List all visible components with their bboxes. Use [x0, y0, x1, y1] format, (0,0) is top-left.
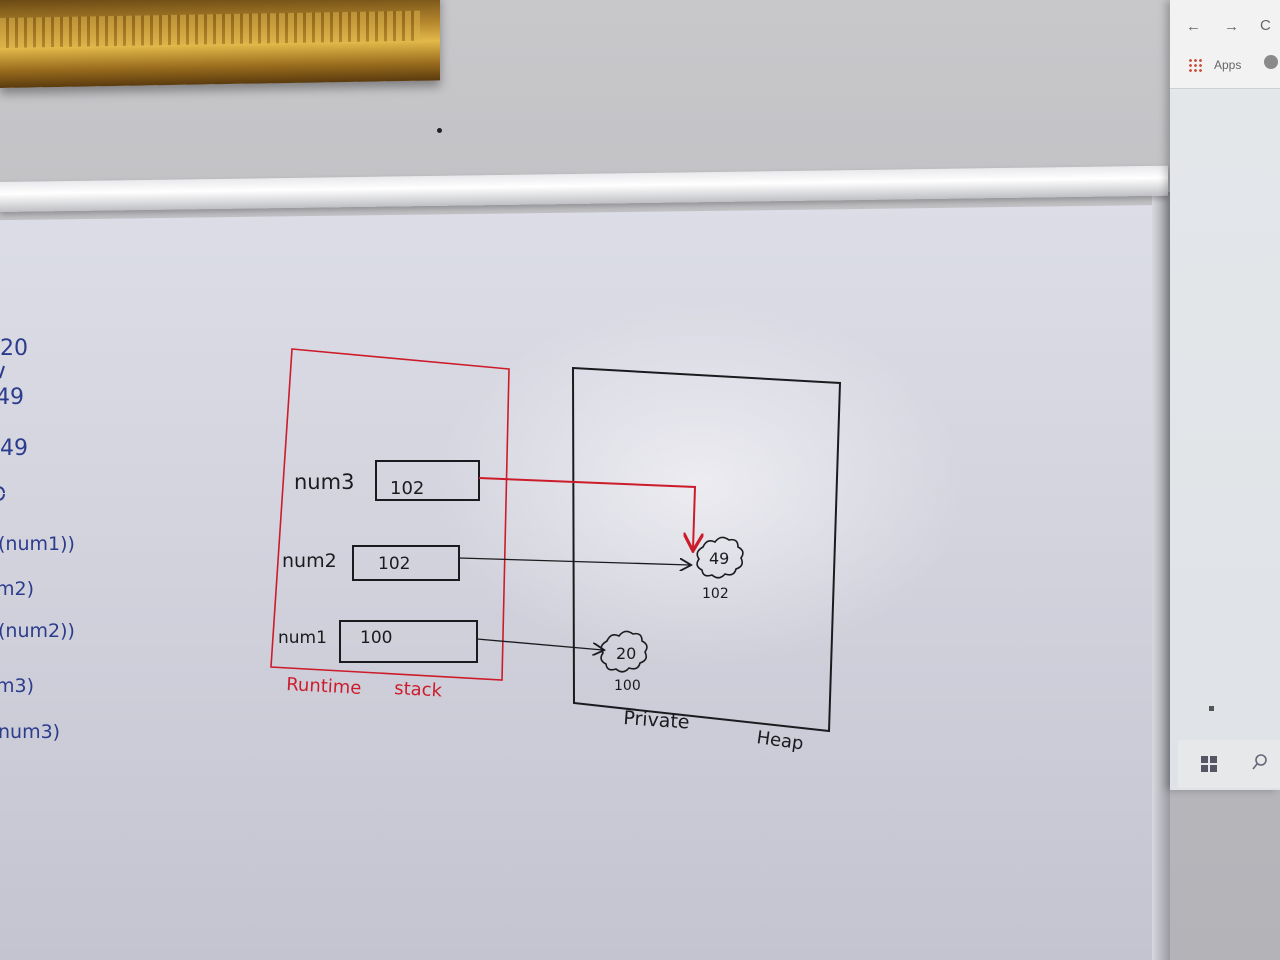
- num2-reference-arrow: [458, 557, 690, 565]
- windows-start-icon[interactable]: [1201, 756, 1217, 772]
- num1-reference-arrow: [476, 638, 603, 650]
- note-line-6: (num2)): [0, 620, 75, 642]
- apps-shortcut-label[interactable]: Apps: [1214, 58, 1242, 72]
- note-line-8: num3): [0, 721, 60, 743]
- num3-label: num3: [294, 470, 354, 494]
- private-heap-box: [571, 366, 842, 733]
- num2-value: 102: [378, 554, 410, 574]
- num2-label: num2: [282, 550, 337, 572]
- num1-cell: [339, 620, 478, 663]
- note-line-4: (num1)): [0, 533, 75, 555]
- num1-value: 100: [360, 628, 392, 648]
- bullet-icon: [1209, 706, 1214, 711]
- note-line-7: m3): [0, 675, 34, 697]
- search-icon[interactable]: [1250, 752, 1270, 772]
- whiteboard-edge: [1152, 192, 1170, 960]
- num3-reference-arrow: [478, 477, 695, 549]
- stack-caption-stack: stack: [394, 678, 443, 702]
- whiteboard: [0, 205, 1165, 960]
- forward-icon[interactable]: →: [1224, 18, 1239, 35]
- back-icon[interactable]: ←: [1186, 18, 1201, 35]
- heap-object-20-address: 100: [614, 678, 641, 694]
- num3-value: 102: [390, 478, 424, 499]
- heap-caption-private: Private: [623, 707, 691, 734]
- wall-mark: [437, 128, 442, 133]
- monitor-screen: [1170, 0, 1280, 790]
- apps-grid-icon[interactable]: [1188, 58, 1202, 72]
- note-line-2: 49: [0, 385, 24, 410]
- profile-avatar-icon[interactable]: [1264, 55, 1278, 69]
- runtime-stack-box: [270, 348, 510, 681]
- heap-object-49: [696, 536, 744, 579]
- note-line-5: m2): [0, 578, 34, 600]
- heap-caption-heap: Heap: [755, 727, 805, 754]
- num1-label: num1: [278, 628, 327, 648]
- heap-object-20-value: 20: [616, 644, 636, 663]
- note-line-3: 49: [0, 436, 28, 461]
- note-line-1: 20: [0, 336, 28, 361]
- browser-toolbar: [1170, 0, 1280, 89]
- heap-object-49-value: 49: [709, 549, 729, 568]
- stack-caption-runtime: Runtime: [286, 674, 362, 699]
- num3-cell: [375, 460, 480, 501]
- reload-icon[interactable]: C: [1260, 17, 1271, 34]
- heap-object-49-address: 102: [702, 586, 729, 602]
- num2-cell: [352, 545, 460, 581]
- heap-object-20: [600, 630, 648, 673]
